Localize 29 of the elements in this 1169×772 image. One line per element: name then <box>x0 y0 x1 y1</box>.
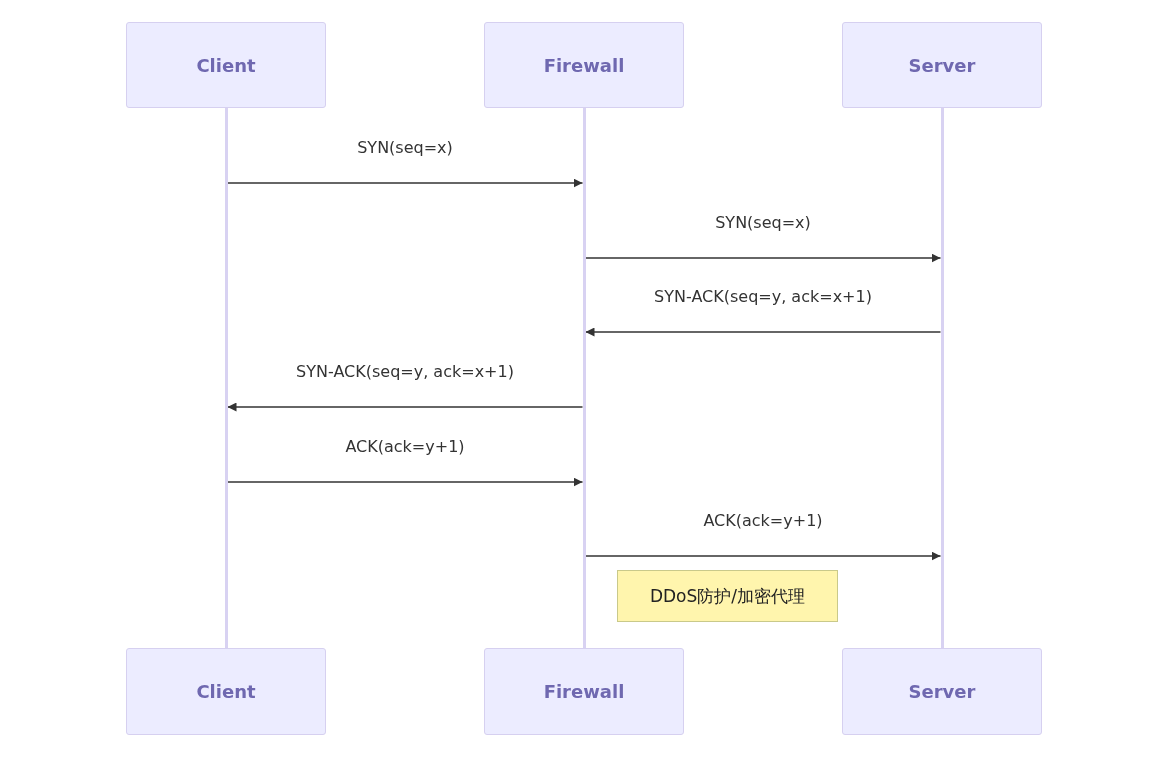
message-label: ACK(ack=y+1) <box>703 511 823 530</box>
participant-name: Firewall <box>543 681 625 702</box>
message-arrow <box>226 402 584 412</box>
participant-box <box>126 22 326 108</box>
participant-name: Server <box>908 54 976 76</box>
participant-name: Server <box>908 681 976 702</box>
participant-box <box>842 648 1042 735</box>
participant-box <box>484 648 684 735</box>
lifeline <box>224 108 228 648</box>
message-label: SYN(seq=x) <box>357 138 453 157</box>
participant-box <box>484 22 684 108</box>
participant-name: Client <box>196 54 256 76</box>
message-label: SYN-ACK(seq=y, ack=x+1) <box>296 362 514 381</box>
participant-box <box>126 648 326 735</box>
message-arrow <box>226 178 584 188</box>
message-label: SYN(seq=x) <box>715 213 811 232</box>
message-label: ACK(ack=y+1) <box>345 437 465 456</box>
message-arrow <box>584 327 942 337</box>
message-arrow <box>584 253 942 263</box>
note-text: DDoS防护/加密代理 <box>649 584 806 608</box>
lifeline <box>940 108 944 648</box>
participant-name: Client <box>196 681 256 702</box>
lifeline <box>582 108 586 648</box>
note-box <box>617 570 838 622</box>
participant-box <box>842 22 1042 108</box>
message-arrow <box>584 551 942 561</box>
message-arrow <box>226 477 584 487</box>
participant-name: Firewall <box>543 54 625 76</box>
message-label: SYN-ACK(seq=y, ack=x+1) <box>654 287 872 306</box>
